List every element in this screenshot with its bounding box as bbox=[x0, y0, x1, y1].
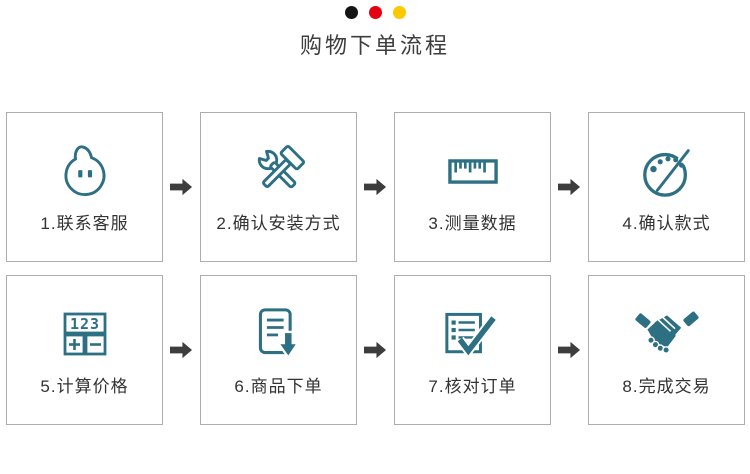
black-dot-icon bbox=[344, 6, 358, 19]
palette-icon bbox=[638, 129, 696, 213]
flow-arrow-icon bbox=[551, 275, 588, 425]
step-box-1: 1.联系客服 bbox=[6, 112, 163, 262]
order-document-icon bbox=[253, 292, 305, 376]
header: 购物下单流程 bbox=[0, 0, 750, 58]
step-box-4: 4.确认款式 bbox=[588, 112, 745, 262]
step-label: 6.商品下单 bbox=[234, 377, 323, 396]
tools-icon bbox=[248, 129, 310, 213]
step-box-3: 3.测量数据 bbox=[394, 112, 551, 262]
calculator-icon: 123 bbox=[63, 292, 107, 376]
step-label: 7.核对订单 bbox=[428, 377, 517, 396]
flow-arrow-icon bbox=[357, 275, 394, 425]
handshake-icon bbox=[634, 292, 699, 376]
step-label: 1.联系客服 bbox=[40, 214, 129, 233]
flow-arrow-icon bbox=[357, 112, 394, 262]
step-box-2: 2.确认安装方式 bbox=[200, 112, 357, 262]
step-box-5: 123 5.计算价格 bbox=[6, 275, 163, 425]
flow-arrow-icon bbox=[163, 275, 200, 425]
step-label: 8.完成交易 bbox=[622, 377, 711, 396]
flow-arrow-icon bbox=[163, 112, 200, 262]
decoration-dots bbox=[0, 0, 750, 19]
calculator-digits: 123 bbox=[69, 315, 99, 333]
chat-bubble-icon bbox=[56, 129, 114, 213]
step-label: 5.计算价格 bbox=[40, 377, 129, 396]
step-box-6: 6.商品下单 bbox=[200, 275, 357, 425]
step-label: 3.测量数据 bbox=[428, 214, 517, 233]
flow-arrow-icon bbox=[551, 112, 588, 262]
step-label: 4.确认款式 bbox=[622, 214, 711, 233]
yellow-dot-icon bbox=[392, 6, 406, 19]
red-dot-icon bbox=[368, 6, 382, 19]
flow-row-2: 123 5.计算价格 bbox=[6, 275, 745, 425]
step-box-7: 7.核对订单 bbox=[394, 275, 551, 425]
page-title: 购物下单流程 bbox=[299, 33, 450, 58]
step-label: 2.确认安装方式 bbox=[216, 214, 341, 233]
step-box-8: 8.完成交易 bbox=[588, 275, 745, 425]
flow-row-1: 1.联系客服 2.确认安装方式 bbox=[6, 112, 745, 262]
checklist-icon bbox=[444, 292, 501, 376]
ruler-icon bbox=[447, 129, 498, 213]
flow-diagram: 1.联系客服 2.确认安装方式 bbox=[6, 112, 745, 425]
